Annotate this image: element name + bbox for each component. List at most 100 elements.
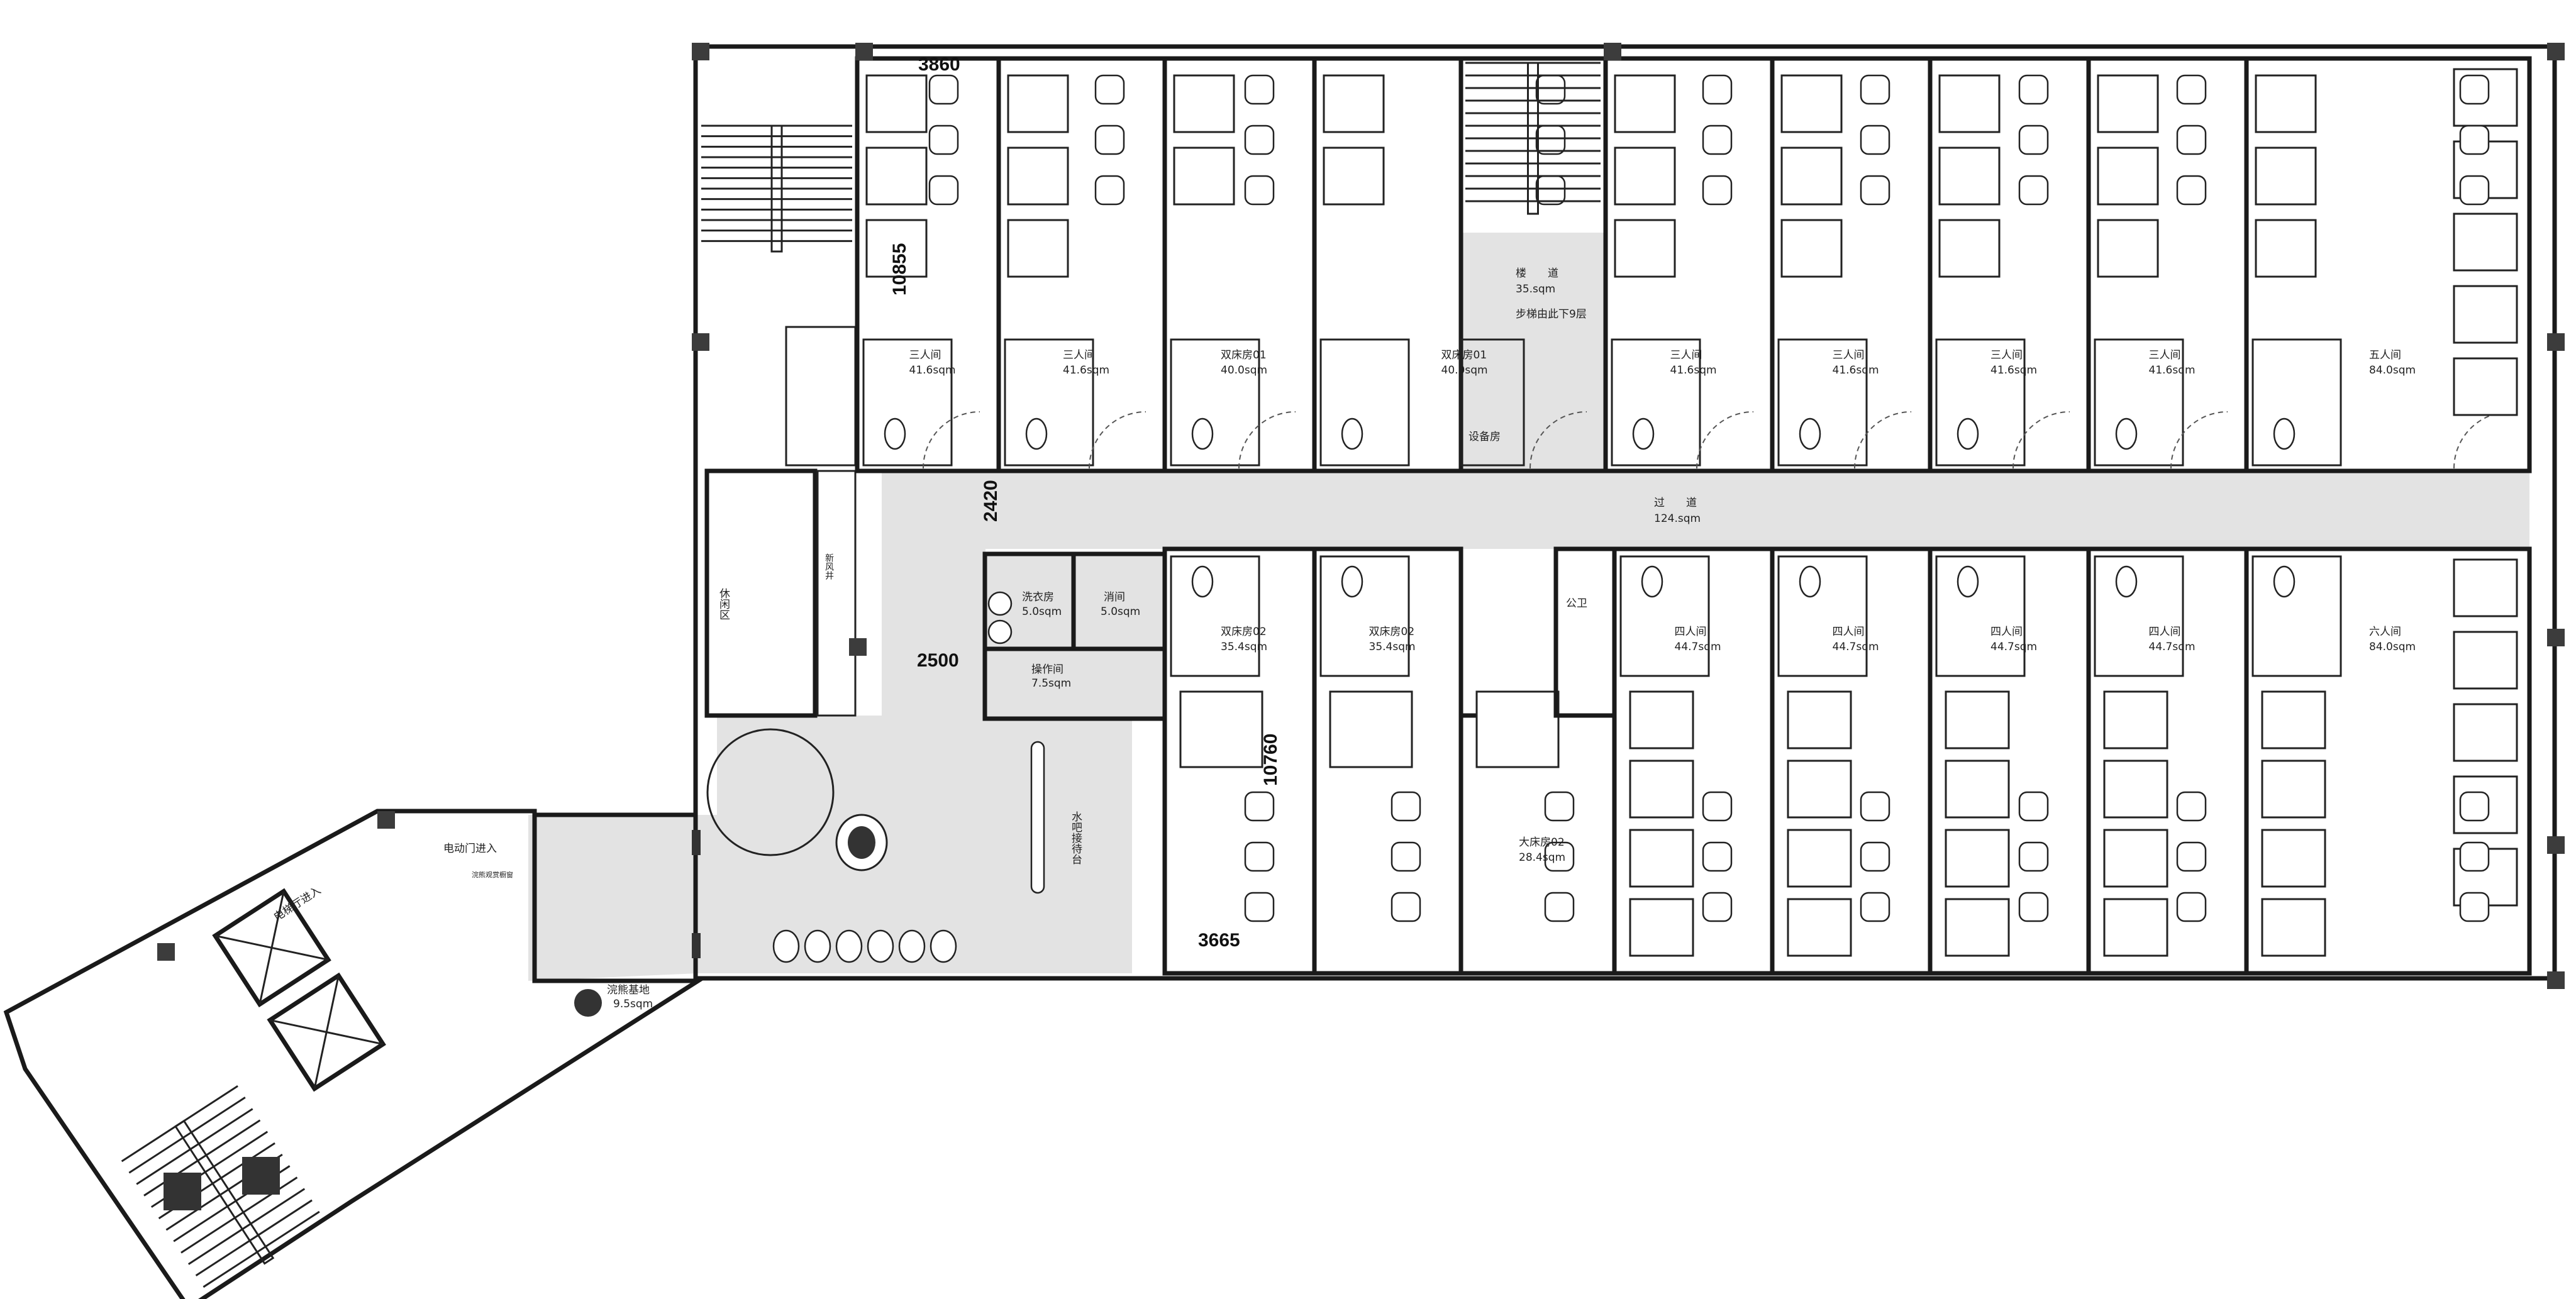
toilet-icon <box>1191 565 1214 598</box>
raccoon-base-label: 浣熊基地 <box>607 984 650 997</box>
bed-icon <box>1173 146 1235 206</box>
room-name: 四人间 <box>1990 626 2023 638</box>
operation-room <box>982 646 1167 721</box>
chair-icon <box>1535 175 1566 206</box>
column <box>692 933 701 958</box>
chair-icon <box>1244 791 1275 822</box>
toilet-icon <box>1632 417 1655 450</box>
room-top[interactable]: 三人间 41.6sqm <box>2086 56 2249 473</box>
chair-icon <box>2018 791 2049 822</box>
elevator-2 <box>267 972 386 1092</box>
bed-icon <box>1007 146 1069 206</box>
dim-lobby-width: 2500 <box>917 650 959 671</box>
bed-icon <box>865 219 928 278</box>
door-swing-icon <box>1854 411 1912 469</box>
public-wc-label: 公卫 <box>1566 597 1587 610</box>
bed-icon <box>1787 898 1852 957</box>
chair-icon <box>928 124 959 155</box>
room-area: 84.0sqm <box>2369 641 2416 653</box>
bathroom <box>1777 555 1868 677</box>
bed-icon <box>2261 829 2326 888</box>
corridor-label: 过 道 <box>1654 497 1697 509</box>
chair-icon <box>2176 124 2207 155</box>
room-name: 双床房02 <box>1221 626 1267 638</box>
chair-icon <box>1860 791 1890 822</box>
column <box>855 43 873 60</box>
chair-icon <box>2018 124 2049 155</box>
room-name: 三人间 <box>2149 349 2181 362</box>
chair-icon <box>2459 841 2490 872</box>
door-swing-icon <box>923 411 980 469</box>
room-area: 28.4sqm <box>1519 851 1565 864</box>
chair-icon <box>1391 791 1421 822</box>
bed-icon <box>865 146 928 206</box>
column <box>2547 629 2565 646</box>
laundry-area: 5.0sqm <box>1022 605 1062 618</box>
round-sofa <box>706 728 835 856</box>
stairwell-label: 楼 道 <box>1516 267 1558 280</box>
bed-icon <box>1938 219 2001 278</box>
dim-room-width: 3665 <box>1198 930 1240 951</box>
dim-top-width: 3860 <box>918 54 960 75</box>
bed-icon <box>1323 146 1385 206</box>
bed-icon <box>1629 690 1694 749</box>
toilet-icon <box>1799 565 1821 598</box>
room-bottom[interactable]: 四人间 44.7sqm <box>1928 546 2091 976</box>
corridor-fill <box>882 471 2529 549</box>
chair-icon <box>1702 124 1733 155</box>
chair-icon <box>1244 892 1275 922</box>
chair-icon <box>2459 74 2490 105</box>
bed-icon <box>2103 760 2168 819</box>
bathroom <box>1777 338 1868 467</box>
room-area: 41.6sqm <box>2149 364 2196 377</box>
column <box>377 811 395 829</box>
dim-left-depth: 10855 <box>889 243 910 296</box>
stair-step <box>203 1210 320 1288</box>
chair-icon <box>928 74 959 105</box>
stair-step <box>187 1188 306 1265</box>
door-swing-icon <box>2012 411 2070 469</box>
column <box>692 830 701 855</box>
bed-icon <box>1007 74 1069 133</box>
chair-icon <box>1391 892 1421 922</box>
room-area: 44.7sqm <box>1990 641 2037 653</box>
room-area: 35.4sqm <box>1369 641 1416 653</box>
stairwell-note: 步梯由此下9层 <box>1516 308 1587 321</box>
room-area: 40.0sqm <box>1441 364 1488 377</box>
column <box>164 1173 201 1210</box>
bed-icon <box>2255 219 2317 278</box>
door-swing-icon <box>1696 411 1754 469</box>
bathroom <box>1619 555 1710 677</box>
shaft-room <box>816 470 857 717</box>
column <box>2547 333 2565 351</box>
bed-icon <box>2103 690 2168 749</box>
chair-icon <box>1094 175 1125 206</box>
bed-icon <box>2103 898 2168 957</box>
chair-icon <box>1244 841 1275 872</box>
column <box>849 638 867 656</box>
chair-icon <box>1244 124 1275 155</box>
room-area: 41.6sqm <box>909 364 956 377</box>
equipment-room <box>1460 338 1525 467</box>
chair-icon <box>1702 841 1733 872</box>
chair-icon <box>2018 175 2049 206</box>
chair-icon <box>1702 791 1733 822</box>
toilet-icon <box>1957 565 1979 598</box>
chair-icon <box>1544 841 1575 872</box>
chair-icon <box>928 175 959 206</box>
stair-step <box>136 1108 253 1185</box>
